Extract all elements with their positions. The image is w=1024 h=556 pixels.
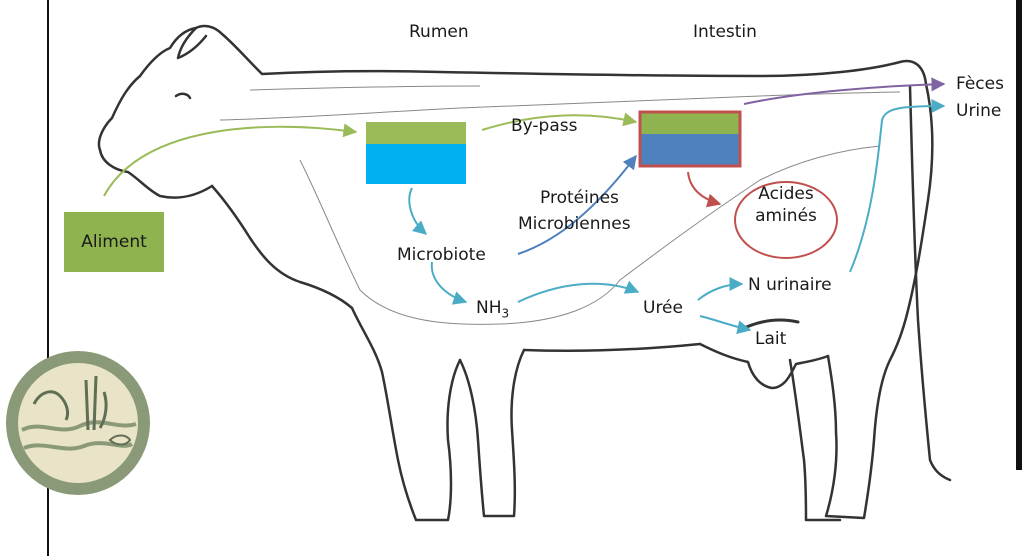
nh3-label: NH3	[476, 298, 509, 323]
intestin-box	[640, 112, 740, 166]
uree-label: Urée	[643, 298, 683, 318]
arrow-uree-to-n-urinaire	[698, 284, 742, 300]
acides-amines-label: Acides aminés	[736, 183, 836, 255]
arrow-intestin-to-acides	[688, 172, 720, 204]
nh3-subscript: 3	[502, 306, 510, 320]
cow-outline	[99, 26, 950, 520]
logo-emblem	[6, 351, 150, 495]
rumen-box	[366, 122, 466, 184]
proteines-label-line1: Protéines	[540, 188, 619, 208]
n-urinaire-label: N urinaire	[748, 275, 832, 295]
bypass-label: By-pass	[511, 116, 577, 136]
arrow-rumen-to-microbiote	[409, 188, 426, 234]
proteines-label-line2: Microbiennes	[518, 214, 631, 234]
section-title-rumen: Rumen	[409, 22, 469, 42]
arrow-intestin-to-feces	[744, 84, 944, 104]
lait-label: Lait	[755, 329, 786, 349]
feces-label: Fèces	[956, 74, 1004, 94]
nh3-main: NH	[476, 298, 502, 318]
section-title-intestin: Intestin	[693, 22, 757, 42]
aliment-box: Aliment	[64, 212, 164, 272]
arrow-aliment-to-rumen	[104, 127, 356, 196]
acides-line2: aminés	[736, 205, 836, 227]
urine-label: Urine	[956, 101, 1001, 121]
arrow-microbiote-to-nh3	[432, 262, 466, 302]
aliment-label: Aliment	[81, 232, 147, 252]
arrow-nh3-to-uree	[518, 284, 638, 302]
arrow-uree-to-lait	[700, 316, 750, 330]
microbiote-label: Microbiote	[397, 245, 486, 265]
acides-line1: Acides	[736, 183, 836, 205]
